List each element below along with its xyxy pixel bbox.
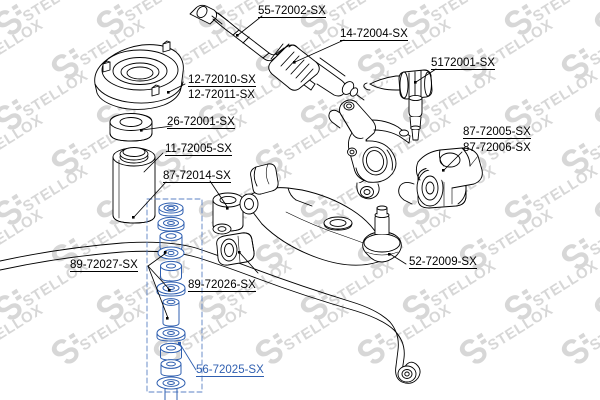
label-5172001-sx: 5172001-SX <box>431 57 495 70</box>
label-87-72014-sx: 87-72014-SX <box>163 170 231 183</box>
label-12-72011-sx: 12-72011-SX <box>188 89 255 101</box>
part-anti-roll-bar <box>0 241 421 384</box>
label-26-72001-sx: 26-72001-SX <box>167 116 235 129</box>
label-87-72006-sx: 87-72006-SX <box>463 142 531 154</box>
label-89-72026-sx: 89-72026-SX <box>188 279 256 292</box>
part-stabilizer-bracket <box>398 147 483 205</box>
label-14-72004-sx: 14-72004-SX <box>340 28 408 41</box>
label-89-72027-sx: 89-72027-SX <box>70 259 138 272</box>
part-dust-boot <box>112 147 156 224</box>
label-87-72005-sx: 87-72005-SX <box>463 126 531 139</box>
leader-line-highlight <box>178 342 197 371</box>
label-55-72002-sx: 55-72002-SX <box>258 5 326 18</box>
label-12-72010-sx: 12-72010-SX <box>188 74 256 87</box>
label-52-72009-sx: 52-72009-SX <box>409 256 477 269</box>
part-rack-boot <box>268 43 365 101</box>
part-strut-bearing <box>109 113 153 142</box>
part-stab-link-bush <box>216 163 279 266</box>
part-stabilizer-bar-bush <box>416 160 467 209</box>
part-stabilizer-link-highlight <box>146 198 203 400</box>
part-strut-mount <box>94 40 184 110</box>
part-ball-joint <box>362 205 402 263</box>
part-steering-knuckle <box>328 99 411 200</box>
label-11-72005-sx: 11-72005-SX <box>165 143 232 156</box>
label-56-72025-sx: 56-72025-SX <box>196 364 264 377</box>
leader-lines <box>132 15 463 320</box>
